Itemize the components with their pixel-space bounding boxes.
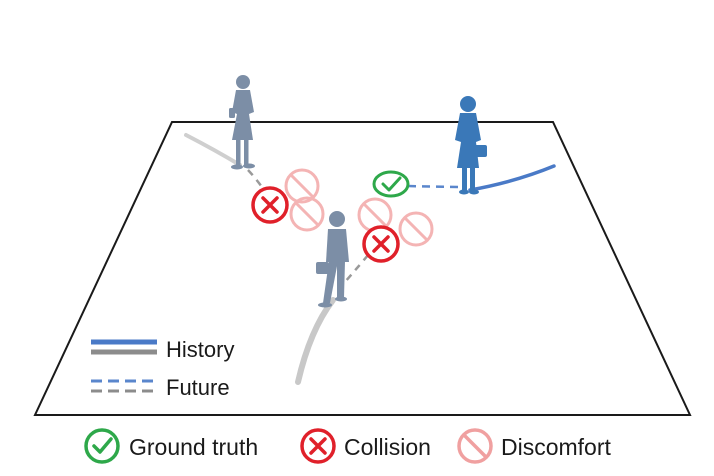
future-legend-swatch [91, 379, 157, 393]
line-legend: History Future [91, 337, 234, 400]
left-person-future-path [247, 169, 274, 204]
collision-legend-label: Collision [344, 434, 431, 460]
pedestrian-center-figure [316, 211, 349, 308]
ground-truth-marker [372, 170, 410, 198]
ground-plane [33, 121, 692, 416]
check-circle-icon [84, 428, 120, 464]
right-person-future-path [404, 184, 459, 189]
pedestrian-left-figure [229, 75, 255, 170]
history-legend-swatch [91, 339, 157, 355]
ground-truth-legend-label: Ground truth [129, 434, 258, 460]
marker-legend: Ground truth Collision Discomfort [84, 428, 612, 464]
discomfort-marker [289, 196, 325, 232]
discomfort-marker [398, 211, 434, 247]
history-legend-label: History [166, 337, 234, 362]
collision-marker [251, 186, 289, 224]
discomfort-legend-label: Discomfort [501, 434, 612, 460]
prohibited-circle-icon [457, 428, 493, 464]
left-person-history-path [184, 133, 242, 167]
collision-marker [362, 225, 400, 263]
pedestrian-right-figure [455, 96, 487, 195]
right-person-history-path [468, 164, 556, 192]
x-circle-icon [300, 428, 336, 464]
discomfort-marker [284, 168, 320, 204]
future-legend-label: Future [166, 375, 230, 400]
